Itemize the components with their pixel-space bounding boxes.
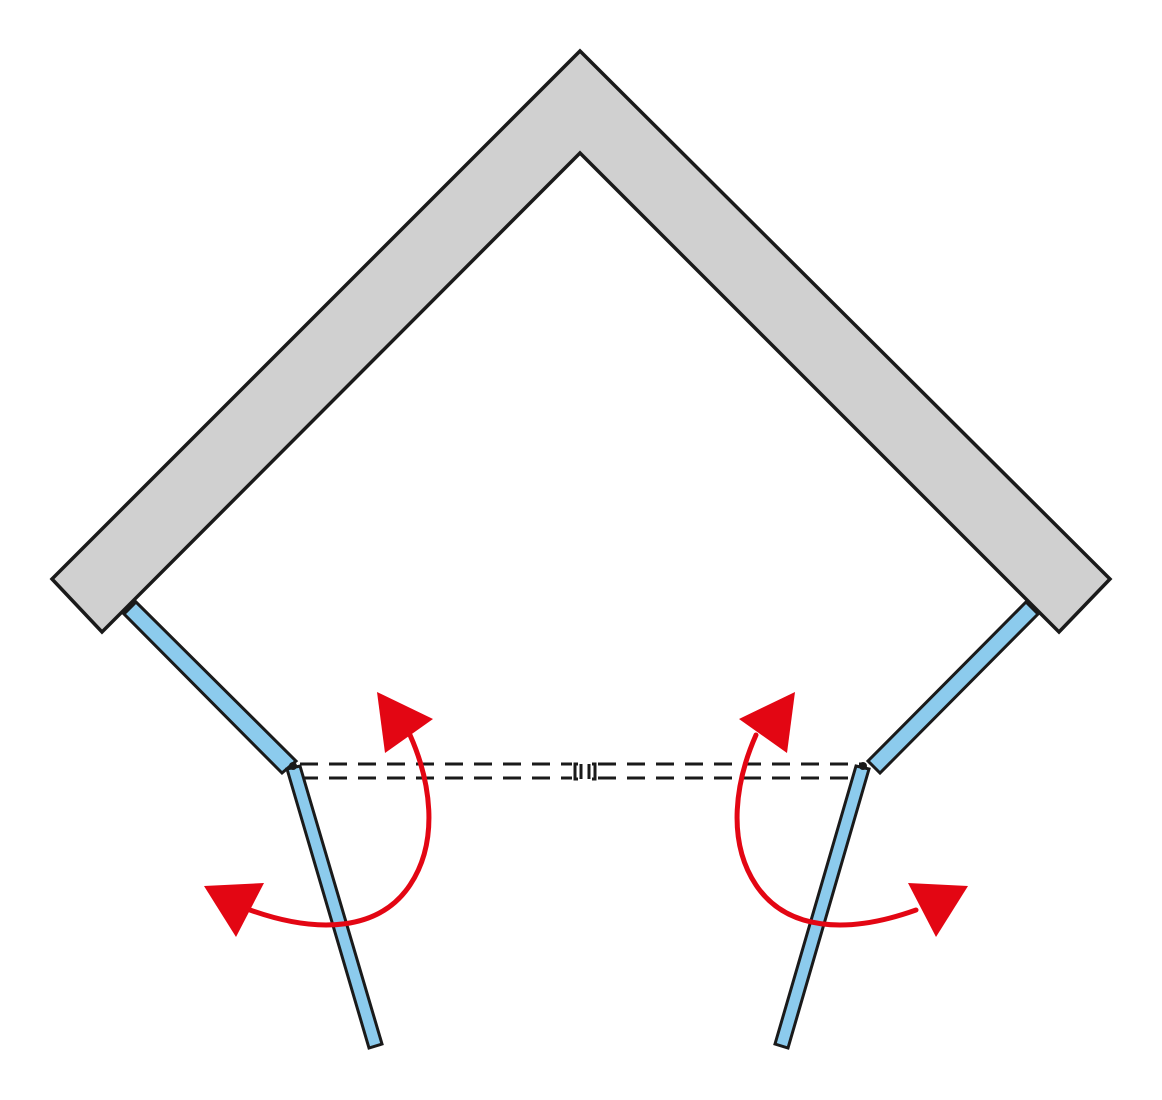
left-swing-arrowhead-up xyxy=(377,692,433,753)
corner-wall xyxy=(49,48,1113,635)
left-fixed-glass-panel xyxy=(121,599,299,776)
right-swing-arrowhead-right xyxy=(908,883,968,937)
right-fixed-glass-panel xyxy=(865,599,1041,776)
left-swing-arrowhead-left xyxy=(204,883,264,937)
right-pivot-door xyxy=(773,764,871,1050)
right-door-hinge xyxy=(859,762,867,770)
closed-door-dashed-line xyxy=(300,762,862,780)
left-door-hinge xyxy=(289,762,297,770)
right-door-swing-arrow xyxy=(734,692,968,937)
right-swing-arrowhead-up xyxy=(739,692,795,753)
left-pivot-door xyxy=(285,764,384,1050)
center-magnetic-seal-icon xyxy=(573,762,597,781)
left-door-swing-arrow xyxy=(204,692,433,937)
